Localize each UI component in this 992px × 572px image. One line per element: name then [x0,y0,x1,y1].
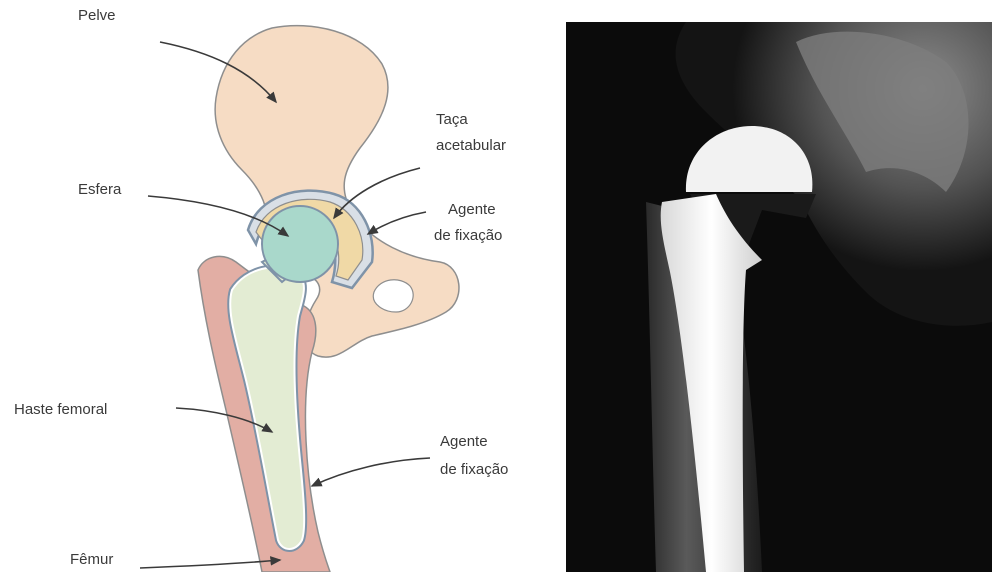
label-fixation-agent-bottom-line1: Agente [440,432,488,452]
hip-prosthesis-diagram [0,0,566,572]
obturator-foramen [373,280,413,312]
label-acetabular-cup-line2: acetabular [436,136,506,156]
leader-fixation-top [368,212,426,234]
leader-fixation-bottom [312,458,430,486]
label-fixation-agent-top-line2: de fixação [434,226,502,246]
label-fixation-agent-bottom-line2: de fixação [440,460,508,480]
label-pelvis: Pelve [78,6,116,26]
prosthetic-ball [262,206,338,282]
hip-xray-image [566,22,992,572]
label-fixation-agent-top-line1: Agente [448,200,496,220]
label-ball: Esfera [78,180,121,200]
leader-femur [140,560,280,568]
label-femur: Fêmur [70,550,113,570]
label-acetabular-cup-line1: Taça [436,110,468,130]
label-femoral-stem: Haste femoral [14,400,107,420]
